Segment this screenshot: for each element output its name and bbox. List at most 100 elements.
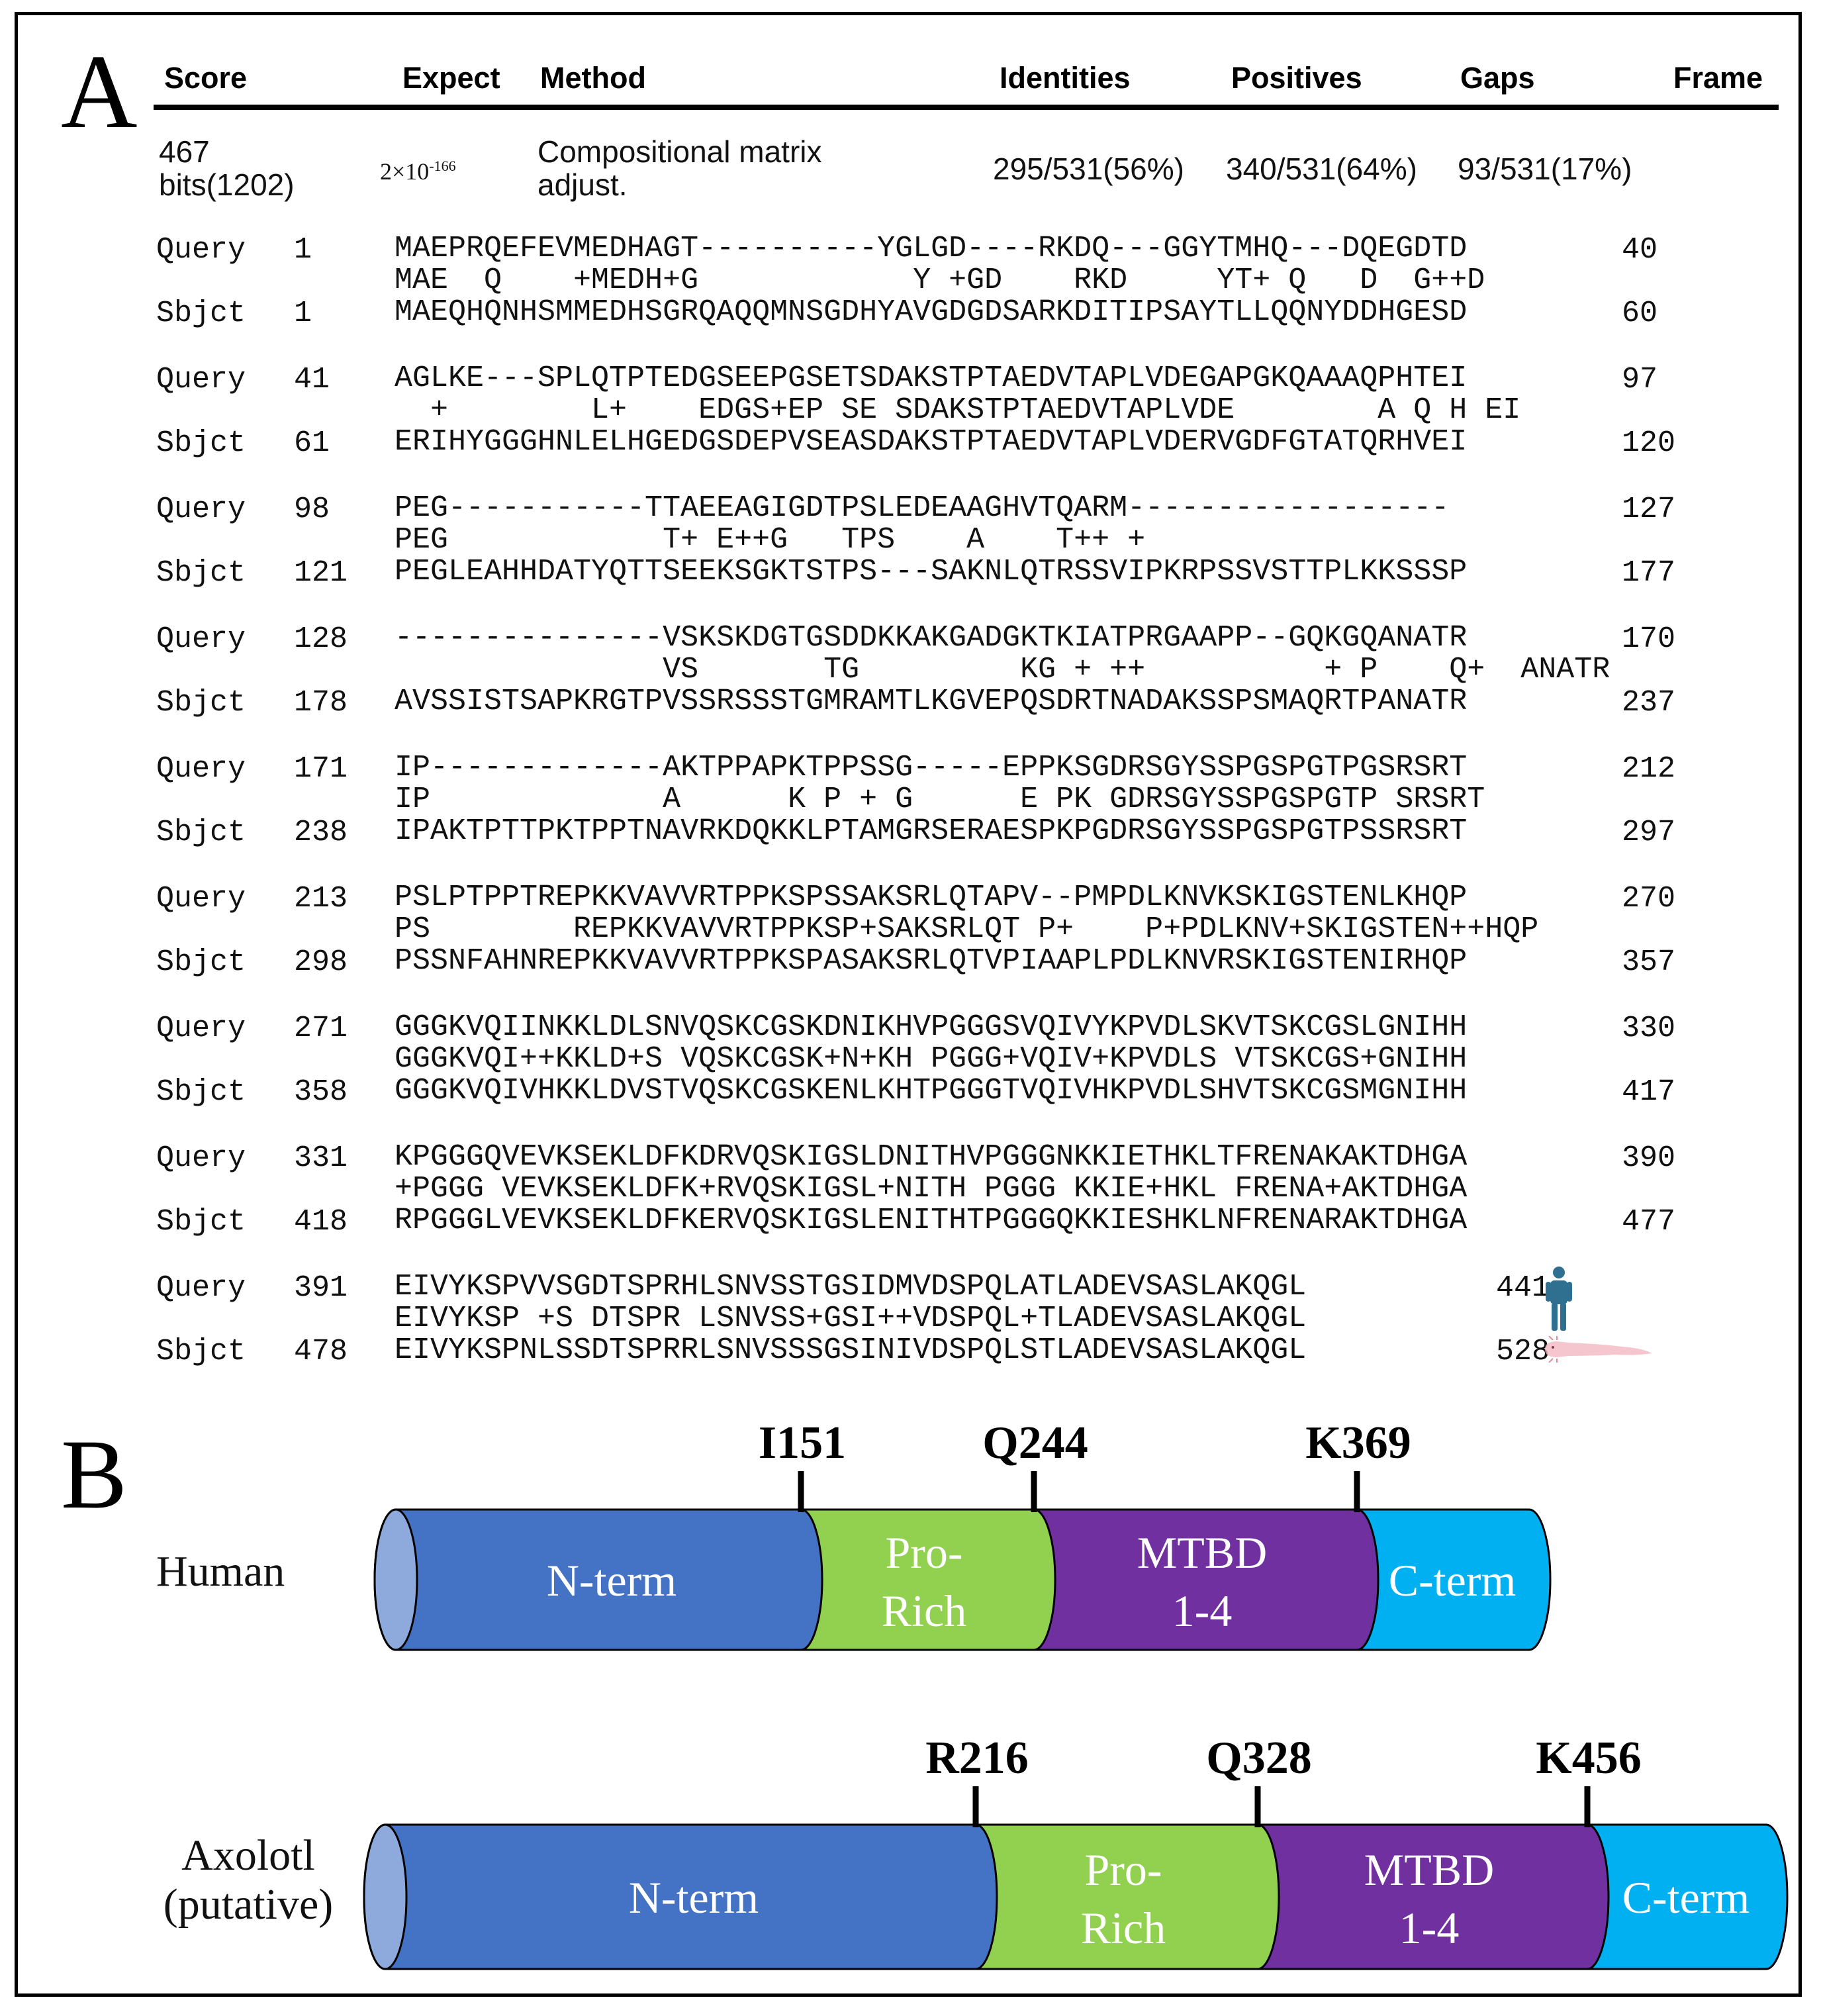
query-sequence: PEG-----------TTAEEAGIGDTPSLEDEAAGHVTQAR… xyxy=(395,491,1450,525)
sbjct-label: Sbjct xyxy=(156,1335,246,1368)
marker-label: K456 xyxy=(1536,1733,1641,1784)
query-sequence: EIVYKSPVVSGDTSPRHLSNVSSTGSIDMVDSPQLATLAD… xyxy=(395,1270,1307,1304)
expect-value: 2×10-166 xyxy=(380,158,456,185)
query-start: 391 xyxy=(294,1271,348,1305)
sbjct-sequence: PEGLEAHHDATYQTTSEEKSGKTSTPS---SAKNLQTRSS… xyxy=(395,555,1468,589)
sbjct-label: Sbjct xyxy=(156,1205,246,1239)
sbjct-label: Sbjct xyxy=(156,297,246,330)
query-sequence: ---------------VSKSKDGTGSDDKKAKGADGKTKIA… xyxy=(395,621,1468,655)
sbjct-label: Sbjct xyxy=(156,945,246,979)
score-value: 467 xyxy=(159,134,210,169)
sbjct-sequence: EIVYKSPNLSSDTSPRRLSNVSSSGSINIVDSPQLSTLAD… xyxy=(395,1333,1307,1367)
query-label: Query xyxy=(156,493,246,526)
sbjct-label: Sbjct xyxy=(156,816,246,849)
query-end: 270 xyxy=(1622,882,1676,916)
pro-rich-domain-label: Pro-Rich xyxy=(882,1527,966,1636)
match-line: MAE Q +MEDH+G Y +GD RKD YT+ Q D G++D xyxy=(395,264,1485,297)
sbjct-end: 60 xyxy=(1622,297,1658,330)
query-label: Query xyxy=(156,752,246,786)
query-end: 212 xyxy=(1622,752,1676,786)
sbjct-end: 120 xyxy=(1622,426,1676,460)
label-human: Human xyxy=(156,1547,285,1596)
positives-value: 340/531(64%) xyxy=(1226,152,1417,186)
c-term-domain-label: C-term xyxy=(1622,1872,1750,1923)
n-term-domain-label: N-term xyxy=(629,1872,759,1923)
header-method: Method xyxy=(540,61,646,95)
sbjct-label: Sbjct xyxy=(156,1075,246,1109)
query-sequence: AGLKE---SPLQTPTEDGSEEPGSETSDAKSTPTAEDVTA… xyxy=(395,361,1468,395)
query-start: 41 xyxy=(294,363,330,397)
sbjct-start: 418 xyxy=(294,1205,348,1239)
sbjct-sequence: ERIHYGGGHNLELHGEDGSDEPVSEASDAKSTPTAEDVTA… xyxy=(395,425,1468,459)
panel-a-letter: A xyxy=(61,32,138,150)
query-sequence: GGGKVQIINKKLDLSNVQSKCGSKDNIKHVPGGGSVQIVY… xyxy=(395,1010,1468,1044)
sbjct-start: 358 xyxy=(294,1075,348,1109)
figure-frame xyxy=(15,12,1802,1997)
marker-label: Q328 xyxy=(1206,1733,1311,1784)
header-gaps: Gaps xyxy=(1460,61,1535,95)
match-line: EIVYKSP +S DTSPR LSNVSS+GSI++VDSPQL+TLAD… xyxy=(395,1302,1307,1335)
sbjct-end: 417 xyxy=(1622,1075,1676,1109)
marker-label: R216 xyxy=(925,1733,1029,1784)
cylinder-end-cap xyxy=(363,1823,408,1970)
label-axolotl-line-1: Axolotl xyxy=(181,1831,315,1880)
query-start: 128 xyxy=(294,622,348,656)
match-line: VS TG KG + ++ + P Q+ ANATR xyxy=(395,653,1611,687)
query-sequence: PSLPTPPTREPKKVAVVRTPPKSPSSAKSRLQTAPV--PM… xyxy=(395,881,1468,914)
header-identities: Identities xyxy=(1000,61,1131,95)
sbjct-start: 178 xyxy=(294,686,348,720)
match-line: PS REPKKVAVVRTPPKSP+SAKSRLQT P+ P+PDLKNV… xyxy=(395,912,1539,946)
score-bits: bits(1202) xyxy=(159,168,295,202)
query-start: 1 xyxy=(294,233,312,267)
match-line: GGGKVQI++KKLD+S VQSKCGSK+N+KH PGGG+VQIV+… xyxy=(395,1042,1468,1076)
n-term-domain-label: N-term xyxy=(547,1555,677,1606)
sbjct-start: 121 xyxy=(294,556,348,590)
query-label: Query xyxy=(156,363,246,397)
sbjct-start: 478 xyxy=(294,1335,348,1368)
sbjct-sequence: RPGGGLVEVKSEKLDFKERVQSKIGSLENITHTPGGGQKK… xyxy=(395,1204,1468,1237)
query-label: Query xyxy=(156,1012,246,1045)
query-start: 213 xyxy=(294,882,348,916)
query-label: Query xyxy=(156,622,246,656)
sbjct-label: Sbjct xyxy=(156,686,246,720)
sbjct-label: Sbjct xyxy=(156,556,246,590)
query-start: 171 xyxy=(294,752,348,786)
query-end: 127 xyxy=(1622,493,1676,526)
sbjct-end: 177 xyxy=(1622,556,1676,590)
sbjct-end: 357 xyxy=(1622,945,1676,979)
query-end: 170 xyxy=(1622,622,1676,656)
match-line: +PGGG VEVKSEKLDFK+RVQSKIGSL+NITH PGGG KK… xyxy=(395,1172,1468,1206)
query-label: Query xyxy=(156,1271,246,1305)
query-sequence: MAEPRQEFEVMEDHAGT----------YGLGD----RKDQ… xyxy=(395,232,1468,265)
header-rule xyxy=(154,105,1779,110)
sbjct-start: 61 xyxy=(294,426,330,460)
gaps-value: 93/531(17%) xyxy=(1458,152,1632,186)
sbjct-sequence: AVSSISTSAPKRGTPVSSRSSSTGMRAMTLKGVEPQSDRT… xyxy=(395,685,1468,718)
pro-rich-domain-label: Pro-Rich xyxy=(1081,1845,1166,1953)
query-end: 441 xyxy=(1496,1271,1550,1305)
query-end: 330 xyxy=(1622,1012,1676,1045)
sbjct-end: 477 xyxy=(1622,1205,1676,1239)
header-frame: Frame xyxy=(1673,61,1763,95)
query-label: Query xyxy=(156,233,246,267)
cylinder-end-cap xyxy=(373,1508,418,1651)
label-axolotl-line-2: (putative) xyxy=(163,1880,334,1929)
query-label: Query xyxy=(156,882,246,916)
sbjct-sequence: PSSNFAHNREPKKVAVVRTPPKSPASAKSRLQTVPIAAPL… xyxy=(395,944,1468,978)
sbjct-start: 238 xyxy=(294,816,348,849)
sbjct-start: 1 xyxy=(294,297,312,330)
header-expect: Expect xyxy=(402,61,500,95)
human-icon xyxy=(1546,1267,1572,1331)
panel-b-letter: B xyxy=(61,1419,128,1529)
label-axolotl: Axolotl (putative) xyxy=(132,1831,364,1929)
marker-label: K369 xyxy=(1305,1417,1411,1468)
sbjct-end: 297 xyxy=(1622,816,1676,849)
query-sequence: IP-------------AKTPPAPKTPPSSG-----EPPKSG… xyxy=(395,751,1468,785)
query-end: 97 xyxy=(1622,363,1658,397)
header-score: Score xyxy=(164,61,248,95)
header-positives: Positives xyxy=(1231,61,1362,95)
sbjct-label: Sbjct xyxy=(156,426,246,460)
query-end: 40 xyxy=(1622,233,1658,267)
